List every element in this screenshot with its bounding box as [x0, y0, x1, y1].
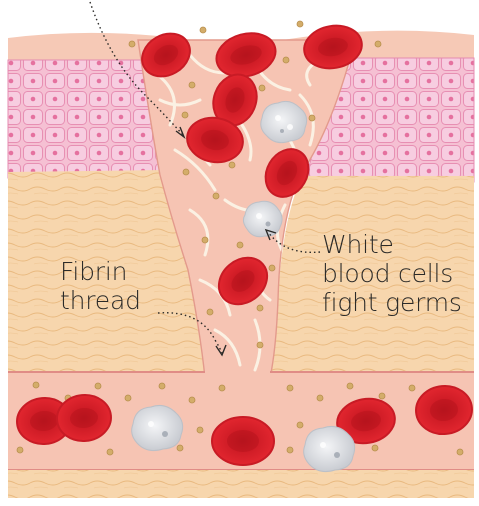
- label-line: blood cells: [322, 259, 462, 288]
- label-line: Fibrin: [60, 257, 141, 286]
- label-line: thread: [60, 286, 141, 315]
- label-line: White: [322, 230, 462, 259]
- fibrin-thread-label: Fibrin thread: [60, 257, 141, 315]
- white-blood-cells-label: White blood cells fight germs: [322, 230, 462, 317]
- label-line: fight germs: [322, 288, 462, 317]
- fat-layer-bottom: [8, 470, 474, 498]
- skin-layer-left: [8, 60, 165, 178]
